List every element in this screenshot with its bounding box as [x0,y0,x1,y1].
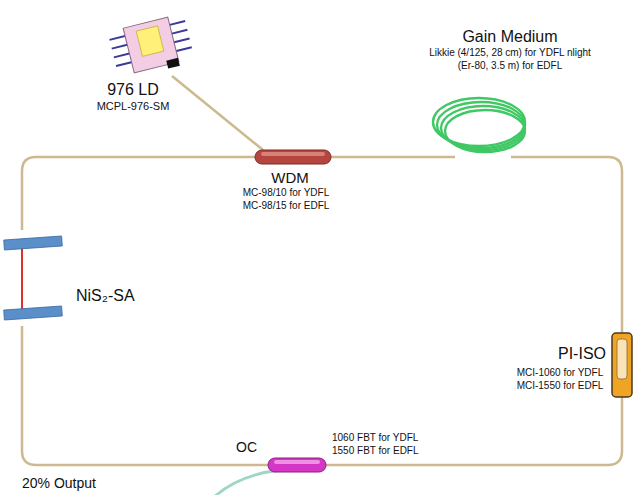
fiber-link [22,326,268,465]
component-spec: 1060 FBT for YDFL 1550 FBT for EDFL [332,432,432,457]
fiber-link [172,76,263,150]
component-name: NiS₂-SA [76,286,166,306]
component-spec: Likkie (4/125, 28 cm) for YDFL nlight (E… [424,47,596,72]
output-fiber-line [214,470,282,495]
fiber-link [22,157,255,230]
output-label: 20% Output [22,475,96,491]
isolator-shape [612,333,632,397]
fiber-link [326,397,622,465]
component-name: WDM [245,169,335,188]
wdm-coupler-shape [255,150,331,164]
component-spec: MC-98/10 for YDFL MC-98/15 for EDFL [234,187,338,212]
component-spec: MCPL-976-SM [73,100,193,114]
laser-diode-shape [118,14,184,76]
component-name: Gain Medium [440,27,580,47]
saturable-absorber-shape [4,230,68,326]
fiber-link [511,157,622,333]
laser-diode: 976 LDMCPL-976-SM [118,14,184,76]
wdm-coupler: WDMMC-98/10 for YDFL MC-98/15 for EDFL [255,150,331,164]
fiber-link [331,156,455,159]
gain-fiber-coil: Gain MediumLikkie (4/125, 28 cm) for YDF… [425,78,533,157]
output-coupler: OC1060 FBT for YDFL 1550 FBT for EDFL [268,458,326,472]
component-name: PI-ISO [516,344,606,364]
gain-fiber-coil-shape [425,78,533,157]
output-coupler-shape [268,458,326,472]
component-name: 976 LD [78,80,188,100]
component-name: OC [236,439,270,457]
saturable-absorber: NiS₂-SA [4,230,68,326]
isolator: PI-ISOMCI-1060 for YDFL MCI-1550 for EDF… [612,333,632,397]
component-spec: MCI-1060 for YDFL MCI-1550 for EDFL [510,367,610,392]
